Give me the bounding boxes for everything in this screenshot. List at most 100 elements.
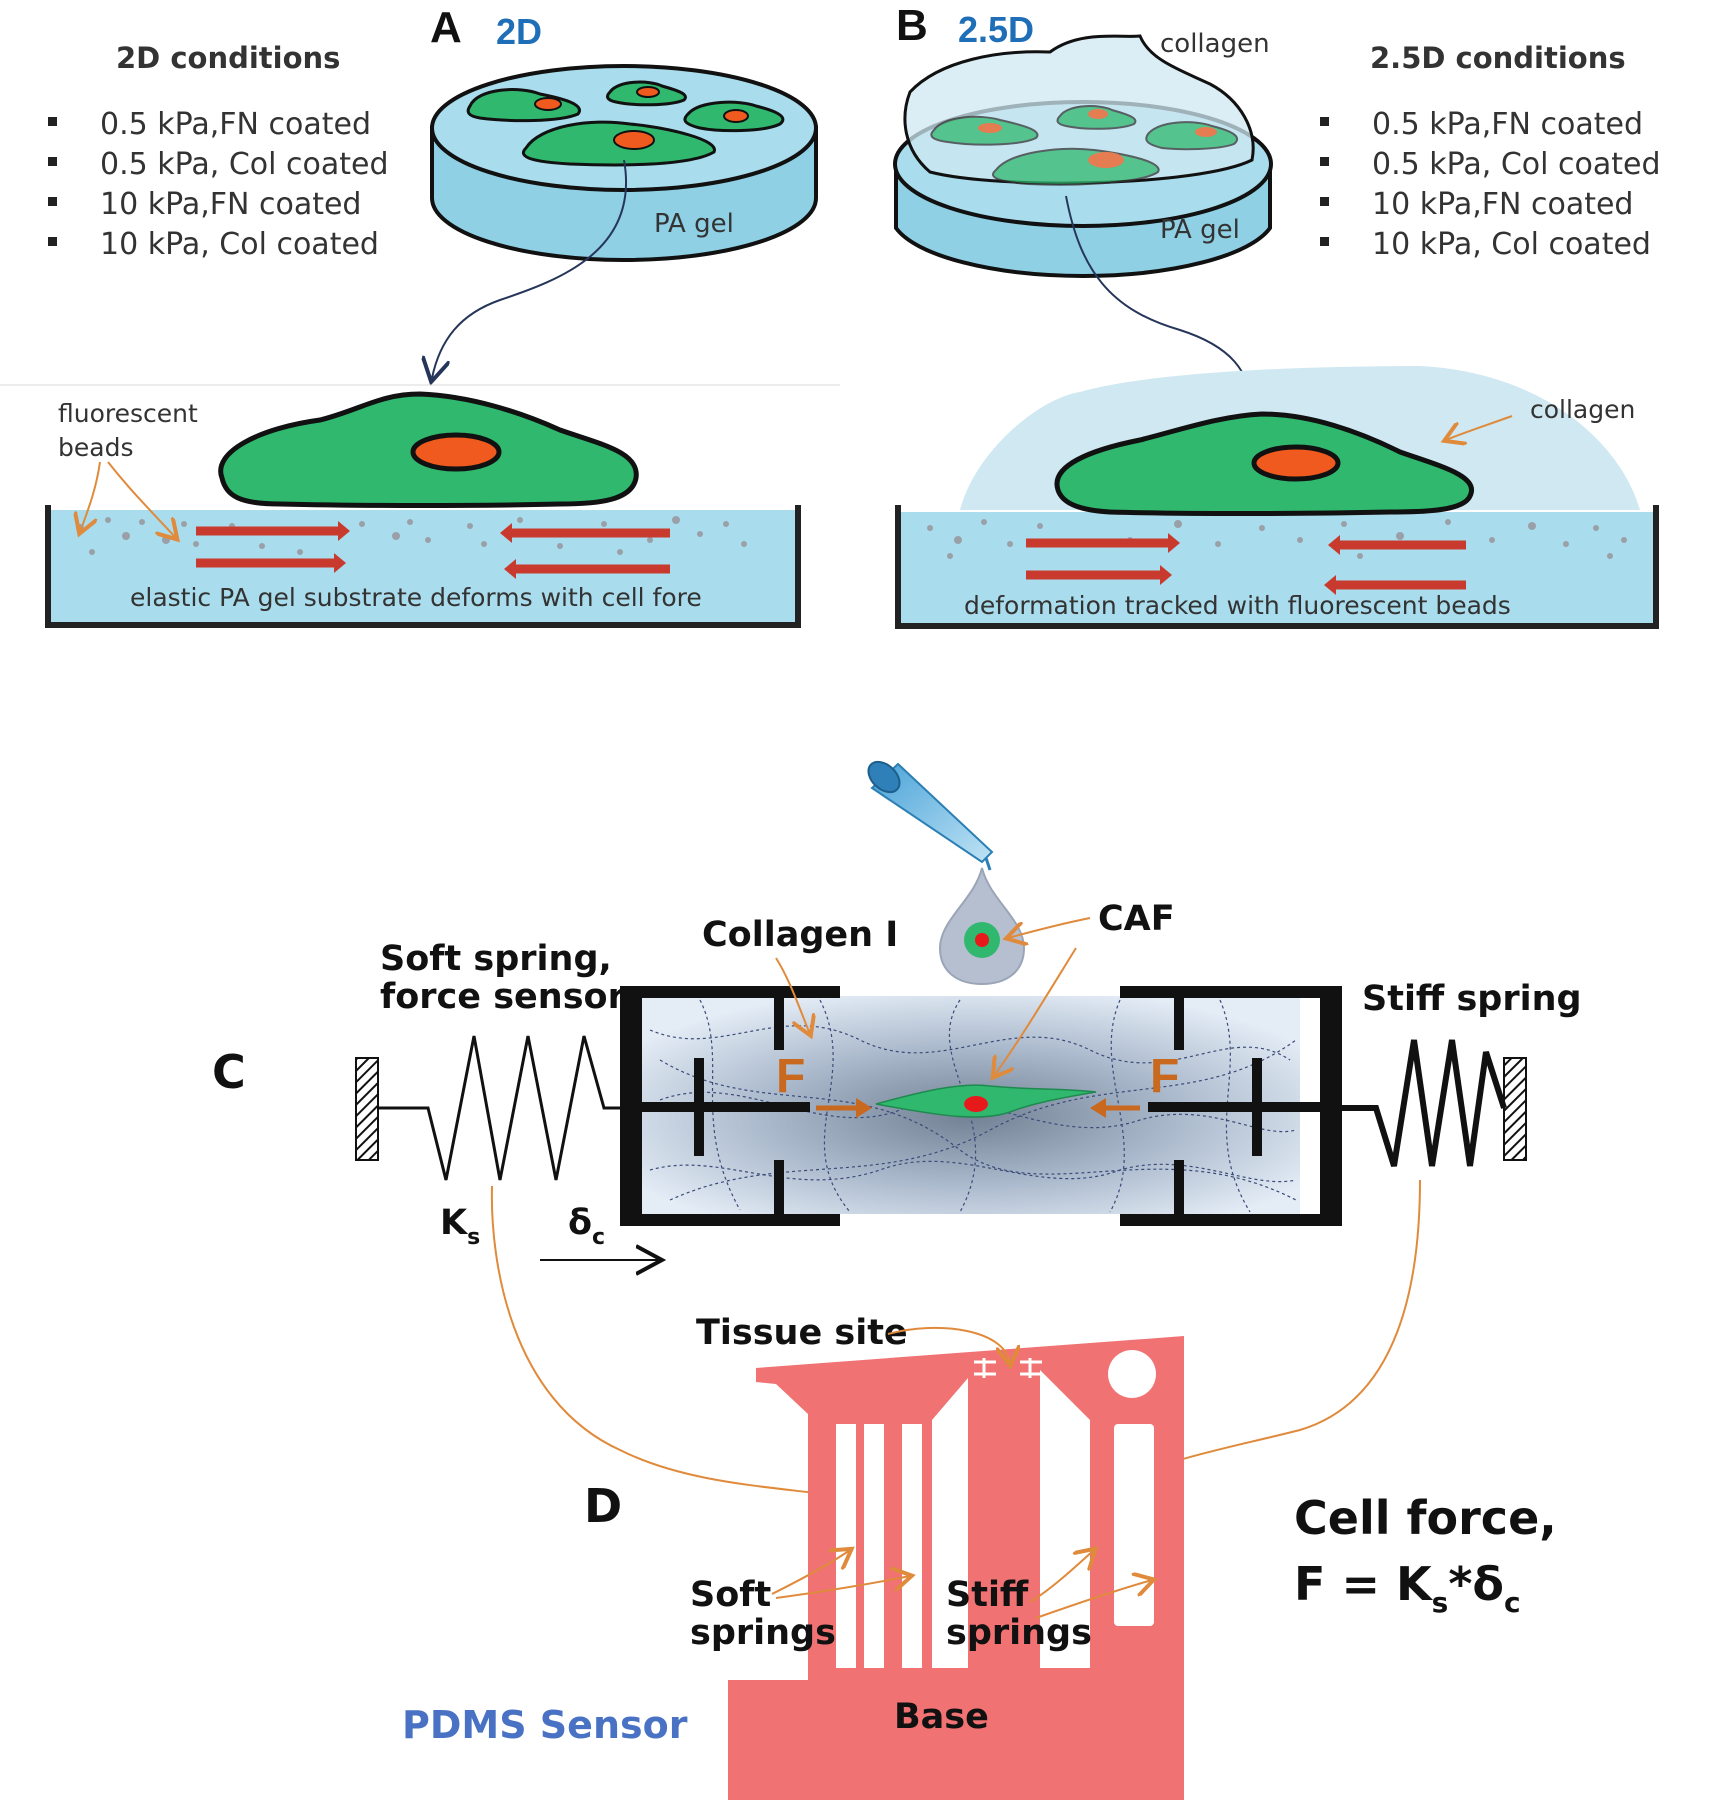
pointer-arrow <box>1029 1550 1094 1603</box>
condition-item: 0.5 kPa, Col coated <box>100 147 389 182</box>
tissue-site-label: Tissue site <box>696 1313 908 1353</box>
condition-item: 10 kPa,FN coated <box>1372 187 1633 222</box>
wall-left <box>355 1057 379 1161</box>
ks-symbol: Ks <box>440 1203 480 1250</box>
condition-item: 0.5 kPa,FN coated <box>100 107 371 142</box>
condition-item: 10 kPa, Col coated <box>100 227 379 262</box>
force-arrowhead-right <box>1090 1098 1106 1118</box>
left-clamp <box>620 986 840 1226</box>
caf-nucleus <box>964 1096 988 1112</box>
panel-a-letter: A <box>430 3 462 52</box>
cell-icon <box>522 120 716 167</box>
cell-icon <box>1056 105 1137 130</box>
pointer-arrow <box>107 461 176 538</box>
panel-b-conditions-list: 0.5 kPa,FN coated 0.5 kPa, Col coated 10… <box>1320 107 1661 262</box>
droplet-icon <box>938 867 1026 986</box>
condition-item: 10 kPa, Col coated <box>1372 227 1651 262</box>
wall-right <box>1503 1057 1527 1161</box>
soft-spring-label-line1: Soft spring, <box>380 939 612 979</box>
panel-a: A 2D 2D conditions 0.5 kPa,FN coated 0.5… <box>0 3 840 628</box>
embedded-cells <box>930 105 1239 186</box>
big-cell-2d <box>218 391 639 508</box>
caf-label: CAF <box>1098 899 1175 939</box>
bullet-icon <box>48 117 57 126</box>
panel-d: D Base Tissue site Sof <box>402 1313 1557 1800</box>
panel-b-gel-label: PA gel <box>1160 215 1240 245</box>
soft-springs-label-line1: Soft <box>690 1575 771 1615</box>
cell-icon <box>606 80 687 107</box>
petri-dish-2-5d: PA gel <box>893 34 1273 278</box>
force-label-left: F <box>776 1050 805 1103</box>
condition-item: 0.5 kPa, Col coated <box>1372 147 1661 182</box>
pointer-arrow <box>771 1550 850 1595</box>
pdms-sensor: Base <box>728 1336 1184 1800</box>
force-label-right: F <box>1150 1050 1179 1103</box>
stiff-spring <box>1342 1039 1527 1167</box>
soft-spring <box>355 1035 620 1181</box>
panel-a-tag: 2D <box>496 11 542 52</box>
stiff-spring-label: Stiff spring <box>1362 979 1582 1019</box>
panel-c-letter: C <box>212 1045 246 1099</box>
beads-label-line2: beads <box>58 433 133 462</box>
pointer-arrow <box>1446 415 1513 440</box>
pdms-sensor-label: PDMS Sensor <box>402 1703 688 1747</box>
zoom-arrow <box>432 159 627 378</box>
panel-a-conditions-list: 0.5 kPa,FN coated 0.5 kPa, Col coated 10… <box>48 107 389 262</box>
tissue-site-markers <box>974 1358 1042 1378</box>
traction-arrows-2-5d <box>1026 533 1466 595</box>
panel-b: B 2.5D collagen 2.5D conditions 0.5 kPa,… <box>893 1 1661 629</box>
bullet-icon <box>1320 197 1329 206</box>
base-label: Base <box>894 1697 989 1737</box>
substrate-2-5d: collagen deformation tracked with fluore… <box>895 366 1659 629</box>
stiff-springs-label-line2: springs <box>946 1613 1092 1653</box>
pointer-arrow <box>1035 1580 1152 1619</box>
big-cell-2-5d <box>1054 411 1474 516</box>
substrate-2d: fluorescent beads elastic PA gel substra… <box>45 391 801 628</box>
cell-icon <box>992 147 1160 186</box>
stiff-springs-label-line1: Stiff <box>946 1575 1029 1615</box>
panel-b-tag: 2.5D <box>958 9 1034 50</box>
bullet-icon <box>1320 237 1329 246</box>
bullet-icon <box>48 237 57 246</box>
fluorescent-beads <box>927 519 1627 559</box>
cell-icon <box>683 100 785 133</box>
bullet-icon <box>1320 117 1329 126</box>
panel-b-caption: deformation tracked with fluorescent bea… <box>964 591 1511 620</box>
petri-dish-2d: PA gel <box>430 64 818 262</box>
panel-a-gel-label: PA gel <box>654 209 734 239</box>
beads-label-line1: fluorescent <box>58 399 198 428</box>
force-equation: F = Ks*δc <box>1294 1557 1521 1619</box>
force-arrowhead-left <box>856 1098 872 1118</box>
panel-b-collagen-label: collagen <box>1530 395 1635 424</box>
pointer-arrow <box>80 461 101 532</box>
traction-arrows-2d <box>196 521 670 579</box>
pointer-arrow <box>775 1576 910 1599</box>
delta-c-symbol: δc <box>568 1203 605 1250</box>
connector-soft <box>490 1185 888 1504</box>
condition-item: 10 kPa,FN coated <box>100 187 361 222</box>
cell-icon <box>1145 121 1239 151</box>
panel-a-conditions-title: 2D conditions <box>116 41 340 75</box>
cell-force-title: Cell force, <box>1294 1491 1557 1545</box>
panel-c: C <box>212 760 1582 1260</box>
collagen-i-label: Collagen I <box>702 915 898 955</box>
pointer-arrow <box>994 947 1077 1076</box>
soft-spring-label-line2: force sensor <box>380 977 626 1017</box>
bullet-icon <box>1320 157 1329 166</box>
condition-item: 0.5 kPa,FN coated <box>1372 107 1643 142</box>
right-clamp <box>1120 986 1342 1226</box>
collagen-chamber: F F <box>620 986 1342 1226</box>
panel-b-letter: B <box>896 1 928 50</box>
panel-b-conditions-title: 2.5D conditions <box>1370 41 1626 75</box>
bullet-icon <box>48 157 57 166</box>
cell-icon <box>930 115 1039 146</box>
pointer-arrow <box>1008 917 1091 938</box>
panel-d-letter: D <box>584 1479 622 1533</box>
panel-b-collagen-top-label: collagen <box>1160 29 1270 59</box>
cell-icon <box>466 88 581 123</box>
soft-springs-label-line2: springs <box>690 1613 836 1653</box>
panel-a-caption: elastic PA gel substrate deforms with ce… <box>130 583 702 612</box>
pointer-arrow <box>775 957 810 1034</box>
pipette-icon <box>867 760 994 871</box>
